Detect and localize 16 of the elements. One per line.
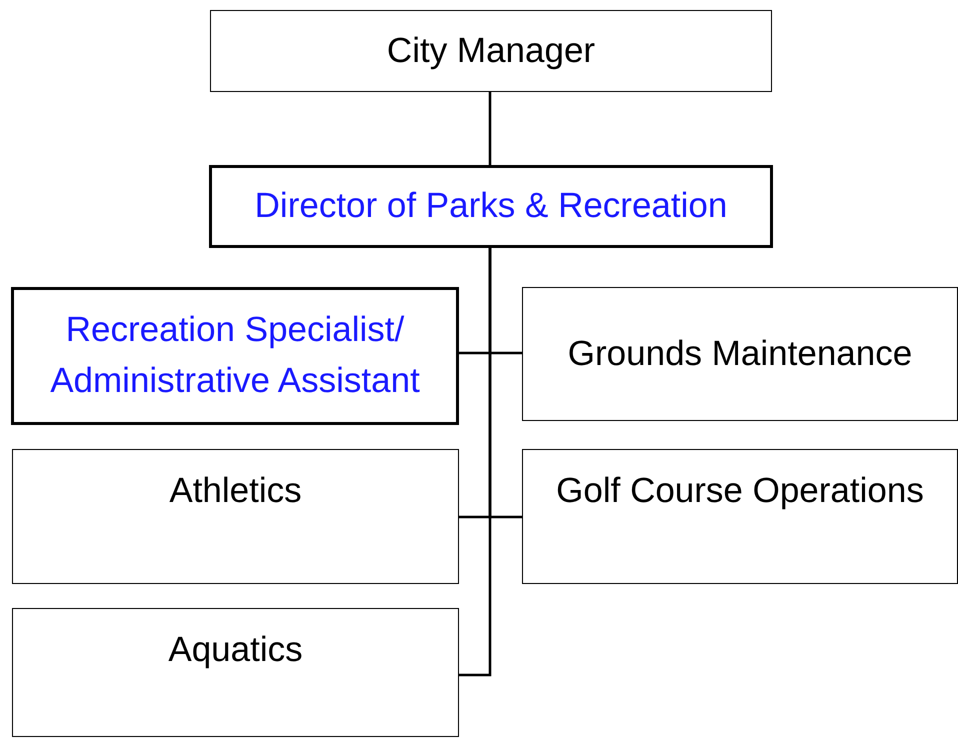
role-title: Recreation Specialist/ Administrative Assistant <box>49 309 421 402</box>
role-title: Golf Course Operations <box>555 470 925 512</box>
org-box <box>522 449 958 584</box>
org-box <box>11 287 459 425</box>
org-box <box>210 10 772 92</box>
role-title: Aquatics <box>167 629 304 671</box>
role-title: City Manager <box>386 30 596 72</box>
connector-line <box>459 248 492 676</box>
role-title: Athletics <box>168 470 303 512</box>
role-title: Director of Parks & Recreation <box>254 185 728 228</box>
org-box <box>12 608 459 737</box>
org-box <box>522 287 958 421</box>
org-box <box>12 449 459 584</box>
role-title: Grounds Maintenance <box>566 332 914 375</box>
connector-line <box>488 92 492 165</box>
org-box <box>209 165 773 248</box>
